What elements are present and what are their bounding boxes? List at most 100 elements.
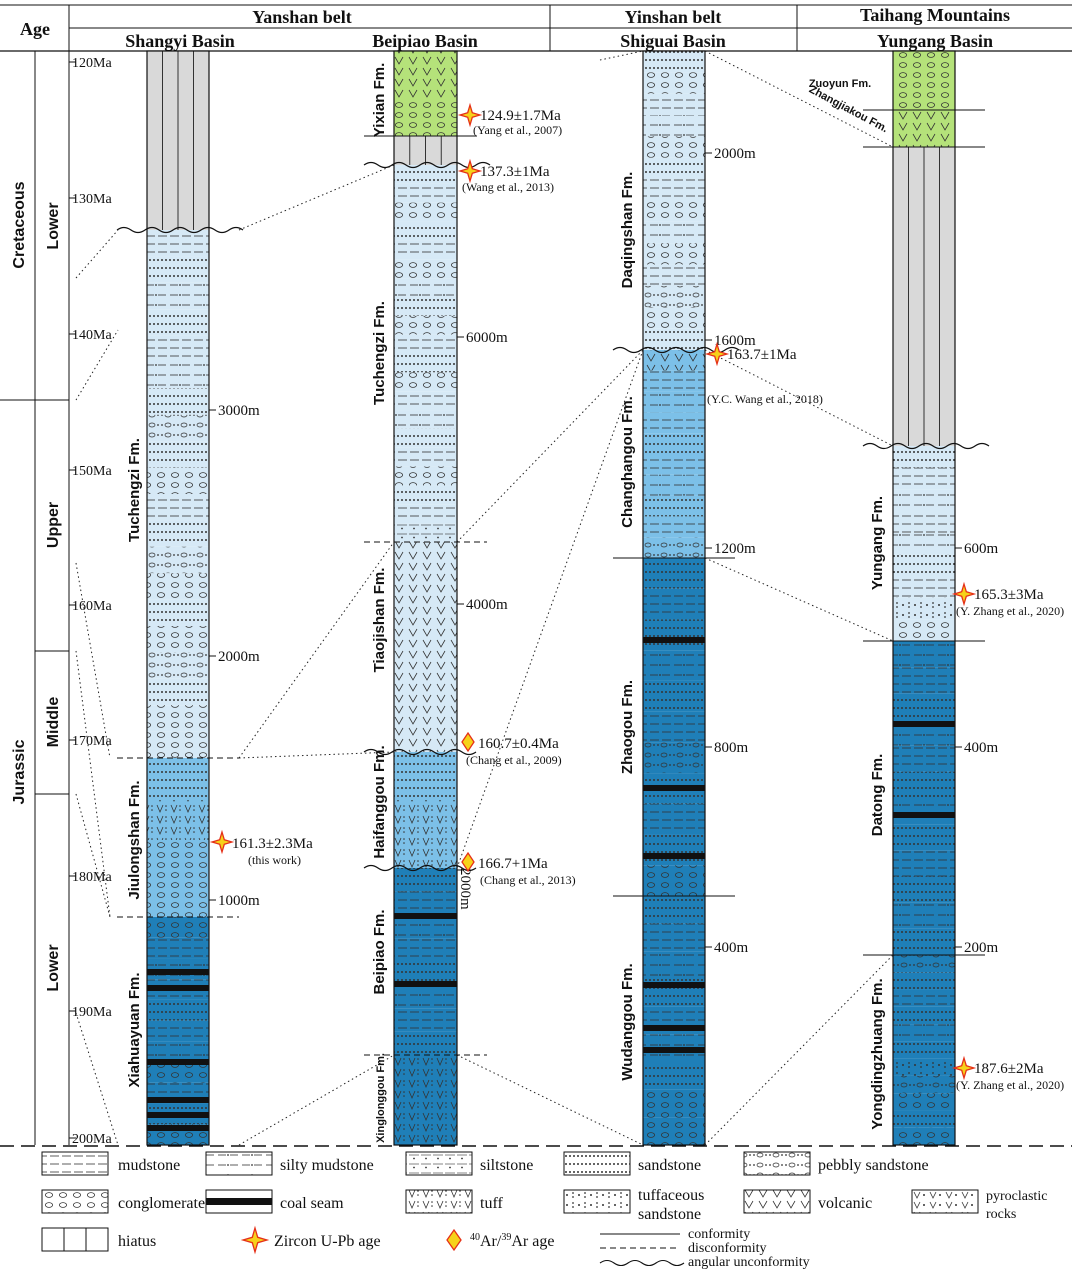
layer-wudanggou (643, 1117, 705, 1145)
legend-label: mudstone (118, 1157, 180, 1174)
layer-xiahuayuan (147, 958, 209, 980)
coal-seam (643, 982, 705, 988)
formation-label: Yongdingzhuang Fm. (869, 978, 886, 1129)
layer-datong (893, 876, 955, 903)
correlation-line (238, 541, 395, 759)
layer-daqingshan (643, 200, 705, 222)
layer-tuchengzi (147, 626, 209, 653)
age-header: Age (20, 19, 50, 39)
column-shangyi (146, 50, 210, 1146)
layer-beipiao (394, 1031, 457, 1055)
layer-daqingshan (643, 264, 705, 286)
layer-wudanggou (643, 1089, 705, 1118)
legend-swatch-volcanic (743, 1189, 811, 1214)
zircon-star-icon (457, 102, 483, 128)
belt-yinshan: Yinshan belt (625, 7, 722, 27)
angular-unconformity (862, 442, 990, 450)
layer-yongdingzhuang (893, 989, 955, 1007)
age-date-annotation: 165.3±3Ma(Y. Zhang et al., 2020) (951, 581, 1064, 618)
layer-daqingshan (643, 328, 705, 350)
layer-haifanggou (394, 752, 457, 800)
layer-zhangjiakou (893, 110, 955, 147)
layer-tuchengzi-beipiao (394, 315, 457, 335)
layer-zuoyun (893, 51, 955, 110)
layer-tuchengzi (147, 599, 209, 626)
legend-swatch-mudstone (41, 1151, 109, 1176)
legend-swatch-conglomerate (41, 1189, 109, 1214)
legend-swatch-pyroclastic-rocks (911, 1189, 979, 1214)
coal-seam (147, 969, 209, 975)
layer-changhangou (643, 516, 705, 538)
correlation-line (75, 793, 111, 918)
date-reference: (Y.C. Wang et al., 2018) (707, 392, 823, 406)
layer-datong (893, 745, 955, 772)
formation-label: Jiulongshan Fm. (126, 780, 143, 899)
layer-tuchengzi-beipiao (394, 165, 457, 184)
layer-tuchengzi (147, 362, 209, 389)
layer-daqingshan (643, 243, 705, 265)
layer-yongdingzhuang (893, 1006, 955, 1025)
formation-label: Tuchengzi Fm. (126, 438, 143, 542)
belt-taihang: Taihang Mountains (860, 5, 1010, 25)
layer-zhaogou (643, 588, 705, 620)
coal-seam (643, 1047, 705, 1053)
legend-angular-line (599, 1259, 685, 1267)
layer-xiahuayuan (147, 1020, 209, 1042)
legend-label: silty mudstone (280, 1157, 374, 1174)
layer-zhaogou (643, 680, 705, 712)
legend-label: conformity (688, 1227, 750, 1242)
layer-tuchengzi-beipiao (394, 334, 457, 354)
layer-tuchengzi-beipiao (394, 353, 457, 373)
layer-wudanggou (643, 923, 705, 952)
legend-label: siltstone (480, 1157, 533, 1174)
coal-seam (643, 853, 705, 859)
layer-datong (893, 798, 955, 825)
layer-datong (893, 850, 955, 877)
formation-label: Datong Fm. (869, 754, 886, 837)
layer-tuchengzi-beipiao (394, 485, 457, 505)
layer-zhaogou (643, 742, 705, 774)
layer-beipiao (394, 1008, 457, 1032)
date-value: 137.3±1Ma (480, 164, 550, 180)
layer-jiulongshan (147, 880, 209, 917)
age-tick-label: 120Ma (72, 56, 112, 71)
legend-swatch-silty-mudstone (205, 1151, 273, 1176)
layer-tuchengzi (147, 309, 209, 336)
ar-diamond-icon (446, 1228, 462, 1252)
layer-datong (893, 928, 955, 955)
layer-tuchengzi (147, 546, 209, 574)
depth-label: 400m (714, 940, 749, 956)
column-yungang (892, 50, 956, 1146)
date-reference: (this work) (248, 853, 301, 867)
correlation-line (238, 164, 395, 231)
legend-label: coal seam (280, 1195, 344, 1212)
correlation-line (704, 557, 894, 642)
formation-label: Zuoyun Fm. (809, 78, 871, 90)
correlation-line (599, 50, 644, 61)
basin-shangyi: Shangyi Basin (125, 31, 235, 51)
depth-label: 800m (714, 740, 749, 756)
correlation-line (75, 329, 119, 401)
layer-changhangou (643, 495, 705, 517)
layer-tuchengzi-beipiao (394, 278, 457, 297)
angular-unconformity (363, 864, 477, 872)
layer-changhangou (643, 474, 705, 496)
formation-label: Haifanggou Fm. (371, 745, 388, 858)
layer-datong (893, 771, 955, 798)
layer-zhaogou (643, 834, 705, 866)
layer-tuchengzi (147, 652, 209, 679)
formation-label: Yixian Fm. (371, 63, 388, 137)
legend-label: Zircon U-Pb age (274, 1233, 381, 1250)
legend-label: tuffaceous (638, 1187, 704, 1204)
formation-label: Changhangou Fm. (619, 396, 636, 528)
date-reference: (Wang et al., 2013) (462, 180, 554, 194)
coal-seam (893, 721, 955, 727)
period-cretaceous: Cretaceous (11, 181, 28, 268)
depth-label: 4000m (466, 597, 508, 613)
depth-label: 6000m (466, 330, 508, 346)
layer-yongdingzhuang (893, 1024, 955, 1042)
coal-seam (147, 985, 209, 991)
layer-beipiao (394, 961, 457, 985)
layer-beipiao (394, 914, 457, 939)
